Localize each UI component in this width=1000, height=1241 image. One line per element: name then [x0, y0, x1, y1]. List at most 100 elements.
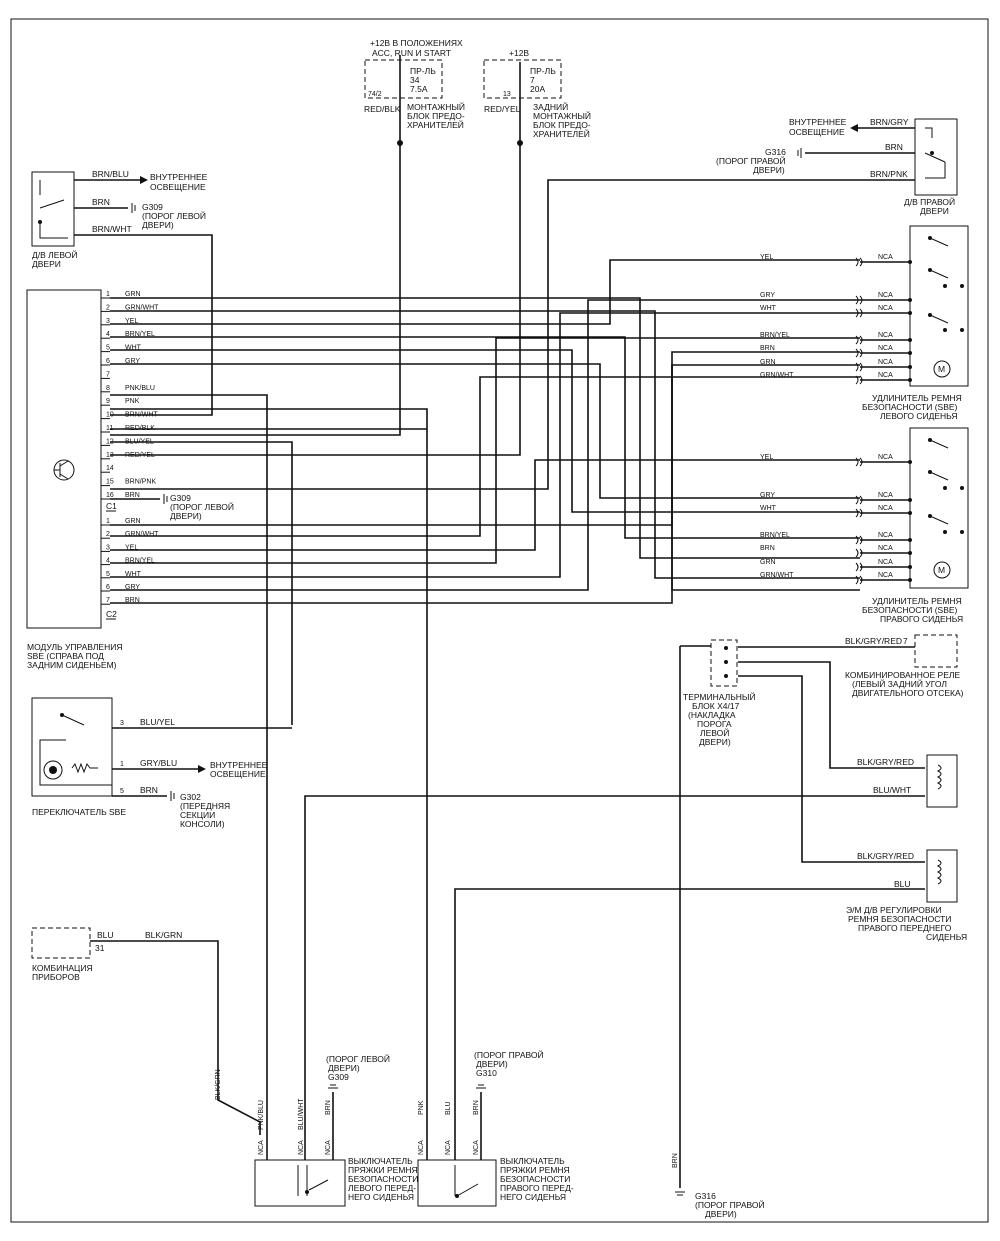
module-c2-wire-7: BRN	[125, 597, 140, 604]
terminal-label-5: ЛЕВОЙ	[700, 727, 729, 738]
cluster-label-2: ПРИБОРОВ	[32, 972, 80, 982]
fuse-right-block-3: БЛОК ПРЕДО-	[533, 120, 591, 130]
buckle-right-nca-1: NCA	[418, 1140, 425, 1155]
module-c2-pin-1: 1	[106, 518, 110, 525]
sol-right-label-4: СИДЕНЬЯ	[926, 932, 967, 942]
combined-relay: BLK/GRY/RED 7 КОМБИНИРОВАННОЕ РЕЛЕ (ЛЕВЫ…	[738, 634, 964, 698]
fuse-left-pin: 74/2	[368, 91, 382, 98]
left-door-target-1a: ВНУТРЕННЕЕ	[150, 172, 208, 182]
buckle-left-wire-3: BLU/WHT	[298, 1098, 305, 1130]
sbe-left-row-nca-5: NCA	[878, 345, 893, 352]
module-c2-wire-6: GRY	[125, 584, 140, 591]
right-door-target-1a: ВНУТРЕННЕЕ	[789, 117, 847, 127]
fuse-right-label-2: 7	[530, 75, 535, 85]
buckle-left-wire-4: BRN	[325, 1100, 332, 1115]
fuse-left-wire: RED/BLK	[364, 104, 401, 114]
module-c1-wire-9: PNK	[125, 398, 140, 405]
sbe-right-label-1: УДЛИНИТЕЛЬ РЕМНЯ	[872, 596, 962, 606]
left-door-target-2c: ДВЕРИ)	[142, 220, 174, 230]
wire-red-yel	[110, 98, 521, 456]
right-door-switch-label-2: ДВЕРИ	[920, 206, 949, 216]
sbe-right-motor-m: M	[938, 565, 945, 575]
module-c2-pin-7: 7	[106, 597, 110, 604]
sbe-left-row-wire-7: GRN/WHT	[760, 372, 794, 379]
module-c1-pin-1: 1	[106, 291, 110, 298]
module-c1-ground-2: (ПОРОГ ЛЕВОЙ	[170, 501, 234, 512]
module-c1-wire-15: BRN/PNK	[125, 479, 156, 486]
module-c1-wire-10: BRN/WHT	[125, 412, 158, 419]
left-door-target-2b: (ПОРОГ ЛЕВОЙ	[142, 210, 206, 221]
sbe-right-row-nca-6: NCA	[878, 559, 893, 566]
module-c1-wire-16: BRN	[125, 492, 140, 499]
module-c1-pin-3: 3	[106, 318, 110, 325]
sbe-right-row-nca-7: NCA	[878, 572, 893, 579]
fuse-right-wire: RED/YEL	[484, 104, 521, 114]
relay-wire: BLK/GRY/RED	[845, 636, 902, 646]
relay-label-2: (ЛЕВЫЙ ЗАДНИЙ УГОЛ	[852, 678, 947, 689]
buckle-right-nca-3: NCA	[473, 1140, 480, 1155]
sbe-control-module: МОДУЛЬ УПРАВЛЕНИЯ SBE (СПРАВА ПОД ЗАДНИМ…	[26, 289, 234, 670]
seatbelt-solenoid-right: BLK/GRY/RED BLU Э/М Д/В РЕГУЛИРОВКИ РЕМН…	[454, 849, 967, 1135]
sbe-switch-wire-3: BRN	[140, 785, 158, 795]
sbe-switch-label: ПЕРЕКЛЮЧАТЕЛЬ SBE	[32, 807, 126, 817]
buckle-right-label-4: ПРАВОГО ПЕРЕД-	[500, 1183, 574, 1193]
sbe-left-row-nca-6: NCA	[878, 359, 893, 366]
sbe-right-row-wire-4: BRN/YEL	[760, 532, 790, 539]
cluster-pin-wire: BLU	[97, 930, 114, 940]
module-c1-pin-10: 10	[106, 412, 114, 419]
buckle-right-wire-3: BRN	[473, 1100, 480, 1115]
module-c1-wire-4: BRN/YEL	[125, 331, 155, 338]
module-c1-pin-6: 6	[106, 358, 110, 365]
sbe-left-row-wire-3: WHT	[760, 305, 777, 312]
module-c2-pin-4: 4	[106, 558, 110, 565]
seatbelt-solenoid-left: BLK/GRY/RED BLU/WHT	[304, 754, 958, 1135]
fuse-right-label-3: 20A	[530, 84, 545, 94]
module-c1-pin-14: 14	[106, 465, 114, 472]
sbe-left-row-wire-6: GRN	[760, 359, 776, 366]
sbe-left-label-1: УДЛИНИТЕЛЬ РЕМНЯ	[872, 393, 962, 403]
module-c2-pin-6: 6	[106, 584, 110, 591]
left-door-switch: Д/В ЛЕВОЙ ДВЕРИ BRN/BLU ВНУТРЕННЕЕ ОСВЕЩ…	[31, 169, 213, 416]
sbe-switch-ground-1: G302	[180, 792, 201, 802]
module-c2-pin-3: 3	[106, 544, 110, 551]
sbe-switch-wire-2: GRY/BLU	[140, 758, 177, 768]
buckle-left-nca-2: NCA	[298, 1140, 305, 1155]
left-door-wire-1: BRN/BLU	[92, 169, 129, 179]
relay-label-1: КОМБИНИРОВАННОЕ РЕЛЕ	[845, 670, 960, 680]
sol-right-label-1: Э/М Д/В РЕГУЛИРОВКИ	[846, 905, 942, 915]
fuse-right-label-1: ПР-ЛЬ	[530, 66, 556, 76]
right-door-target-2b: (ПОРОГ ПРАВОЙ	[716, 155, 786, 166]
module-c1-wire-13: RED/YEL	[125, 452, 155, 459]
buckle-left-label-3: БЕЗОПАСНОСТИ	[348, 1174, 418, 1184]
cluster-wire: BLK/GRN	[145, 930, 182, 940]
sbe-switch-target-1: ВНУТРЕННЕЕ	[210, 760, 268, 770]
bottom-ground-label-2: (ПОРОГ ПРАВОЙ	[695, 1199, 765, 1210]
sbe-right-row-wire-7: GRN/WHT	[760, 572, 794, 579]
module-c1-wire-1: GRN	[125, 291, 141, 298]
module-c1-wire-2: GRN/WHT	[125, 304, 159, 311]
right-door-target-2a: G316	[765, 147, 786, 157]
module-c1-wire-5: WHT	[125, 345, 142, 352]
sbe-switch-pin-2: 1	[120, 761, 124, 768]
ground-g316-bottom: BRN G316 (ПОРОГ ПРАВОЙ ДВЕРИ)	[672, 645, 765, 1219]
sol-left-wire-2: BLU/WHT	[873, 785, 911, 795]
bottom-ground-label-3: ДВЕРИ)	[705, 1209, 737, 1219]
sbe-switch-target-2: ОСВЕЩЕНИЕ	[210, 769, 266, 779]
sbe-right-row-wire-5: BRN	[760, 545, 775, 552]
module-c1-pin-5: 5	[106, 345, 110, 352]
sbe-switch-ground-3: СЕКЦИИ	[180, 810, 215, 820]
fuse-left-block-3: ХРАНИТЕЛЕЙ	[407, 119, 464, 130]
module-c2-pin-2: 2	[106, 531, 110, 538]
sbe-right-row-wire-6: GRN	[760, 559, 776, 566]
fuse-right-title: +12В	[509, 48, 529, 58]
sbe-switch-ground-2: (ПЕРЕДНЯЯ	[180, 801, 230, 811]
left-door-switch-label-2: ДВЕРИ	[32, 259, 61, 269]
right-door-target-2c: ДВЕРИ)	[753, 165, 785, 175]
sbe-left-row-wire-1: YEL	[760, 254, 773, 261]
module-c2-wire-2: GRN/WHT	[125, 531, 159, 538]
fuse-left-label-1: ПР-ЛЬ	[410, 66, 436, 76]
buckle-right-label-3: БЕЗОПАСНОСТИ	[500, 1174, 570, 1184]
buckle-left-wire-1: BLK/GRN	[215, 1069, 222, 1100]
module-c1-pin-16: 16	[106, 492, 114, 499]
